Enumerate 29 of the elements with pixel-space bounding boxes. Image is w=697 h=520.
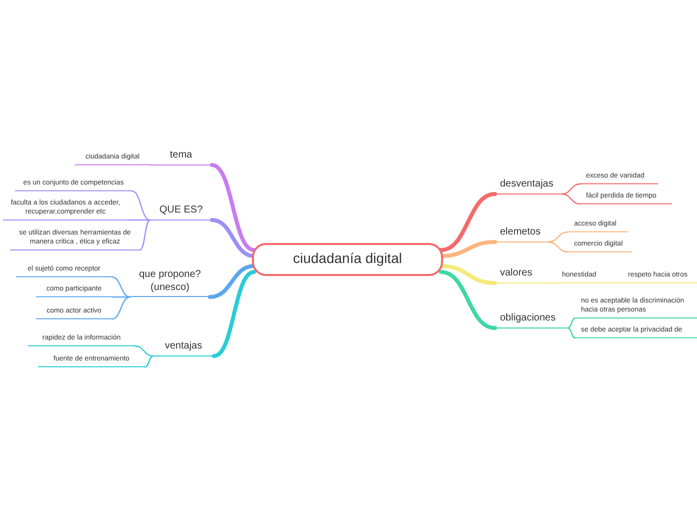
branch-connector xyxy=(439,192,497,252)
connector xyxy=(547,231,569,243)
connector xyxy=(561,183,581,195)
topic-label: desventajas xyxy=(495,178,562,194)
topic-label: que propone? (unesco) xyxy=(130,269,210,297)
topic-label: obligaciones xyxy=(495,312,568,328)
central-topic: ciudadanía digital xyxy=(252,243,443,276)
branch-connector xyxy=(210,163,256,252)
connector xyxy=(139,219,151,251)
connector xyxy=(127,219,151,221)
branch-connector xyxy=(212,270,256,358)
topic-label: QUE ES? xyxy=(150,204,212,220)
topic-label: valores xyxy=(495,268,556,283)
connector xyxy=(561,193,581,205)
connector xyxy=(111,276,131,298)
topic-label: elemetos xyxy=(495,226,548,242)
connector xyxy=(567,327,576,339)
branch-connector xyxy=(208,264,256,299)
connector xyxy=(111,296,131,298)
branch-connector xyxy=(439,270,497,330)
topic-label: tema xyxy=(150,150,212,165)
connector xyxy=(111,296,131,320)
branch-connector xyxy=(439,264,497,285)
connector xyxy=(144,355,154,368)
connector xyxy=(131,190,151,221)
connector xyxy=(134,345,154,357)
topic-label: ventajas xyxy=(153,340,214,356)
connector xyxy=(567,317,576,329)
connector xyxy=(547,241,569,253)
